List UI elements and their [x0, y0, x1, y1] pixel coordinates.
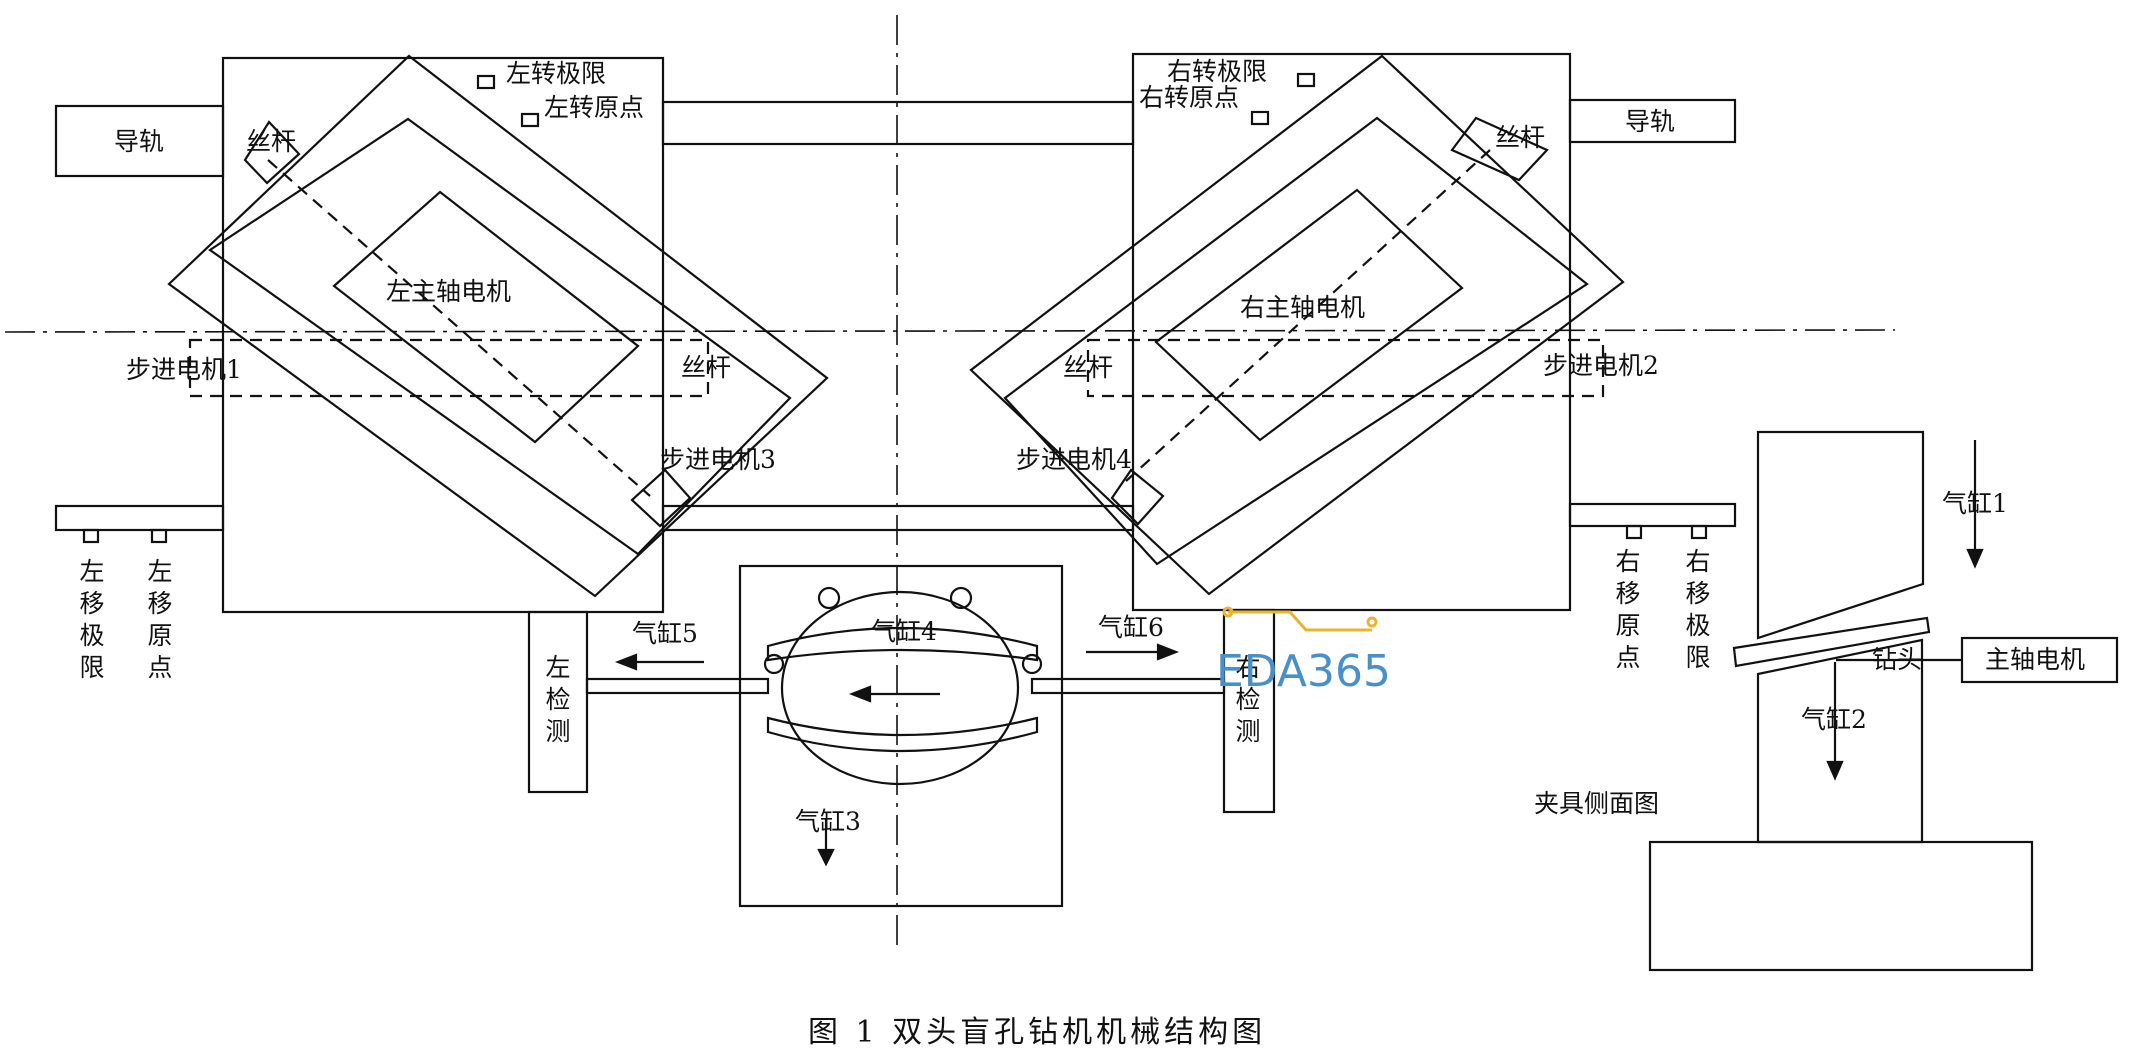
cylinder-4-label: 气缸4 [871, 617, 937, 646]
side-view-base [1648, 840, 2034, 972]
cylinder-5-label: 气缸5 [632, 619, 698, 648]
spindle-motor-label: 主轴电机 [1985, 645, 2085, 674]
left-rotate-origin-switch [520, 112, 540, 128]
right-detector [1222, 608, 1276, 814]
right-move-limit-switch [1690, 524, 1708, 540]
right-move-origin-label: 右移原点 [1615, 547, 1640, 672]
drill-bit-label: 钻头 [1872, 645, 1922, 674]
left-screw-line [267, 159, 651, 497]
stepper-1-label: 步进电机1 [126, 355, 242, 384]
cylinder-1-arrowhead [1966, 548, 1984, 569]
left-rotate-limit-switch [476, 74, 496, 90]
right-screw-line [1124, 149, 1491, 483]
right-inner-housing [1003, 116, 1589, 566]
stepper-motor-3-block [630, 468, 692, 528]
workpiece-ellipse [780, 590, 1020, 786]
fixture-roller-top-left [817, 586, 841, 610]
right-outer-housing [969, 54, 1625, 596]
watermark-text: EDA365 [1216, 646, 1391, 697]
right-rotate-origin-switch [1250, 110, 1270, 126]
cylinder-3-arrowhead [817, 848, 835, 867]
side-view-upper-block [1756, 430, 1925, 640]
fixture-side-view-label: 夹具侧面图 [1534, 789, 1659, 818]
fixture-upper-clamp [766, 626, 1039, 662]
cylinder-2-arrowhead [1826, 760, 1844, 781]
cylinder-3-label: 气缸3 [795, 807, 861, 836]
fixture-base [738, 564, 1064, 908]
left-rail-label: 导轨 [114, 127, 164, 156]
left-detect-label: 左检测 [545, 653, 570, 746]
left-inner-housing [208, 117, 792, 556]
fixture-roller-mid-left [763, 653, 785, 675]
left-move-origin-switch [150, 528, 168, 544]
left-outer-housing [167, 54, 829, 598]
cylinder-6-arrowhead [1156, 643, 1180, 661]
right-bottom-rail [1568, 502, 1737, 528]
eda365-watermark: EDA365 [1216, 606, 1391, 697]
top-center-rail [661, 100, 1135, 146]
stepper-3-label: 步进电机3 [660, 445, 776, 474]
stepper-motor-4-block [1110, 468, 1165, 526]
fixture-lower-clamp [766, 716, 1039, 753]
left-screw-end-block [243, 120, 301, 185]
right-spindle-motor-label: 右主轴电机 [1240, 293, 1365, 322]
left-move-origin-label: 左移原点 [147, 557, 172, 682]
cylinder-5-arrowhead [614, 653, 638, 671]
right-rail-block [1568, 98, 1737, 144]
bottom-center-rail [661, 504, 1135, 532]
right-push-rod [1030, 677, 1226, 695]
left-spindle-motor-box [332, 190, 640, 444]
stepper-2-label: 步进电机2 [1543, 351, 1659, 380]
left-spindle-motor-label: 左主轴电机 [386, 277, 511, 306]
right-rotate-limit-label: 右转极限 [1167, 57, 1267, 86]
cylinder-6-label: 气缸6 [1098, 613, 1164, 642]
side-view-drill-plate [1732, 616, 1931, 668]
cylinder-1-label: 气缸1 [1942, 489, 2008, 518]
right-screw-end-block [1450, 116, 1549, 182]
right-spindle-motor-box [1154, 188, 1464, 442]
cylinder-2-label: 气缸2 [1801, 705, 1867, 734]
stepper-motor-1-dashed [188, 338, 710, 398]
left-move-limit-label: 左移极限 [79, 557, 104, 682]
left-move-limit-switch [82, 528, 100, 544]
fixture-roller-top-right [949, 586, 973, 610]
left-detector [527, 610, 589, 794]
left-screw-mid-label: 丝杆 [681, 353, 731, 382]
stepper-motor-2-dashed [1086, 338, 1605, 398]
left-base-plate [221, 56, 665, 614]
left-push-rod [585, 677, 770, 695]
right-rotate-limit-switch [1296, 72, 1316, 88]
right-move-limit-label: 右移极限 [1685, 547, 1710, 672]
right-screw-top-label: 丝杆 [1495, 123, 1545, 152]
figure-caption: 图 1 双头盲孔钻机机械结构图 [808, 1015, 1266, 1050]
right-base-plate [1131, 52, 1572, 612]
right-detect-label: 右检测 [1235, 653, 1260, 746]
left-rotate-origin-label: 左转原点 [544, 93, 644, 122]
fixture-roller-mid-right [1021, 653, 1043, 675]
right-screw-mid-label: 丝杆 [1063, 353, 1113, 382]
cylinder-4-arrowhead [848, 685, 872, 703]
right-rail-label: 导轨 [1625, 107, 1675, 136]
horizontal-centerline [4, 329, 1896, 333]
left-screw-top-label: 丝杆 [246, 127, 296, 156]
stepper-4-label: 步进电机4 [1016, 445, 1132, 474]
left-rotate-limit-label: 左转极限 [506, 59, 606, 88]
left-bottom-rail [54, 504, 225, 532]
right-move-origin-switch [1625, 524, 1643, 540]
right-rotate-origin-label: 右转原点 [1139, 83, 1239, 112]
